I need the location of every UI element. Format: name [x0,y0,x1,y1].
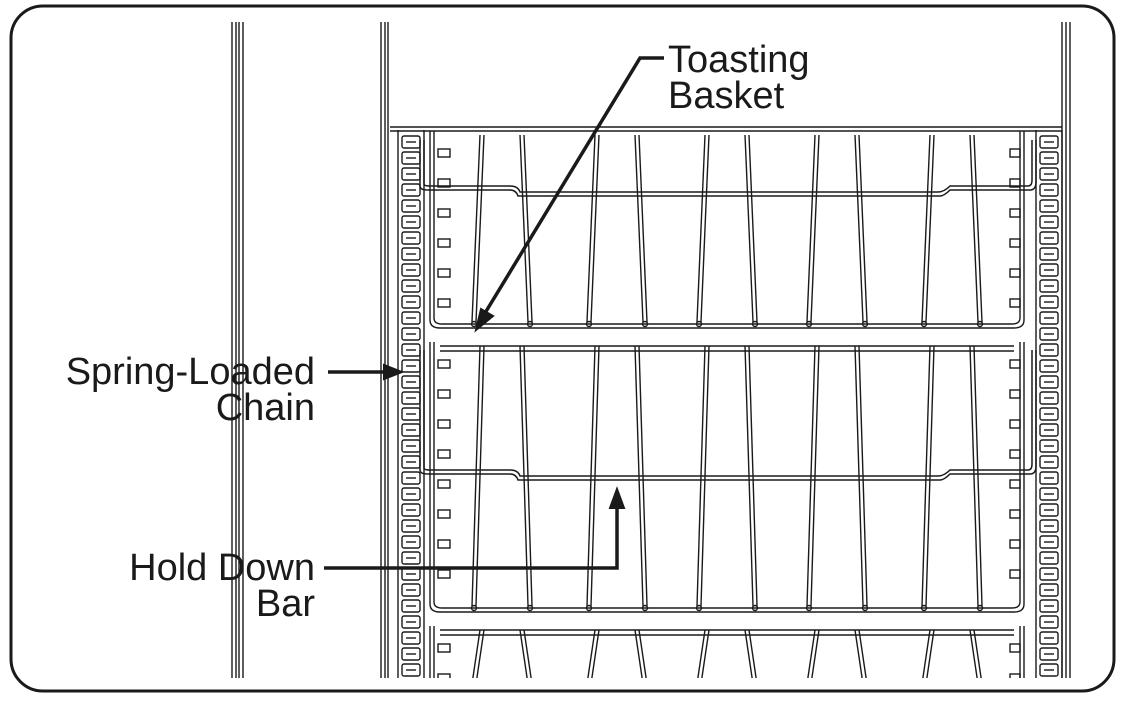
right-rail [1061,22,1071,678]
label-spring-loaded-chain: Spring-Loaded Chain [65,351,315,429]
left-rail [231,22,244,678]
label-toasting-basket: Toasting Basket [668,39,810,117]
leader-hold-down-bar [324,486,626,570]
spring-loaded-chain-right [1035,130,1063,678]
leader-toasting-basket [474,56,664,333]
toasting-baskets [429,131,1025,678]
diagram-frame [9,4,1116,693]
leader-spring-loaded-chain [328,363,405,381]
hold-down-bar-upper [419,140,1037,197]
label-hold-down-bar: Hold Down Bar [129,547,315,625]
chain-rail [380,22,389,678]
top-plate [390,126,1062,132]
hold-down-bar [419,350,1037,481]
